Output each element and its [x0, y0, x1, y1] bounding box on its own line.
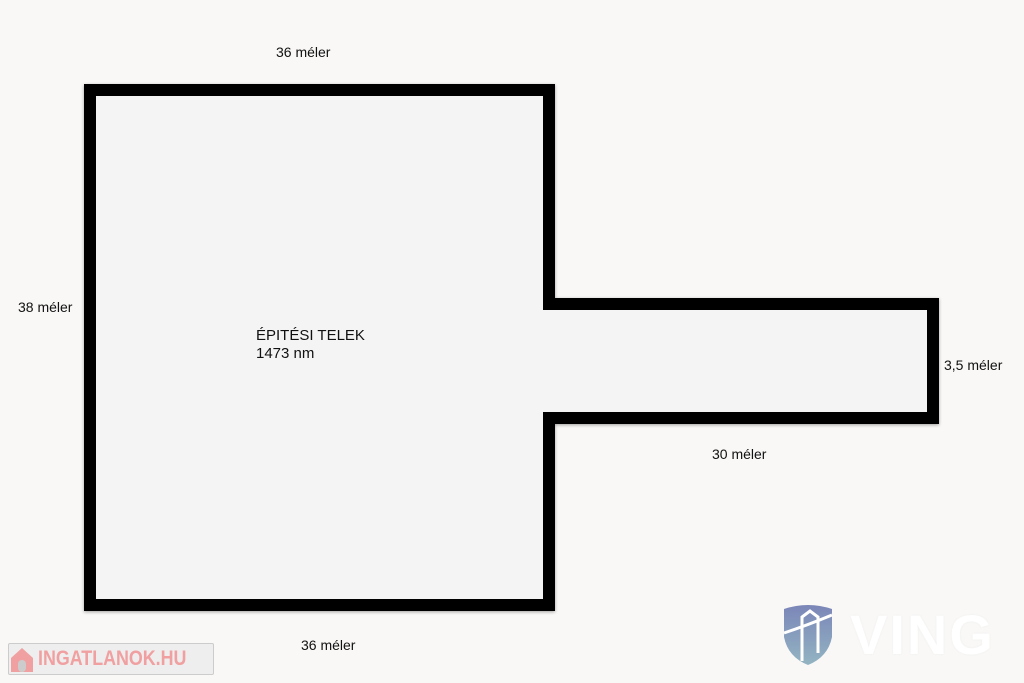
ingatlanok-watermark: INGATLANOK.HU — [8, 643, 214, 675]
bottom-dimension-label: 36 méler — [301, 637, 356, 653]
plot-area: 1473 nm — [256, 345, 315, 362]
strip-length-label: 30 méler — [712, 446, 767, 462]
shield-logo-icon — [783, 604, 833, 665]
plot-info: ÉPITÉSI TELEK 1473 nm — [256, 327, 365, 363]
left-dimension-label: 38 méler — [18, 299, 73, 315]
strip-width-label: 3,5 méler — [944, 357, 1003, 373]
ving-watermark: VING — [780, 602, 995, 667]
plot-title: ÉPITÉSI TELEK — [256, 327, 365, 344]
plot-shape — [84, 84, 939, 611]
top-dimension-label: 36 méler — [276, 44, 331, 60]
ving-text: VING — [850, 603, 995, 666]
ingatlanok-text: INGATLANOK.HU — [38, 647, 187, 670]
house-icon — [11, 648, 33, 672]
